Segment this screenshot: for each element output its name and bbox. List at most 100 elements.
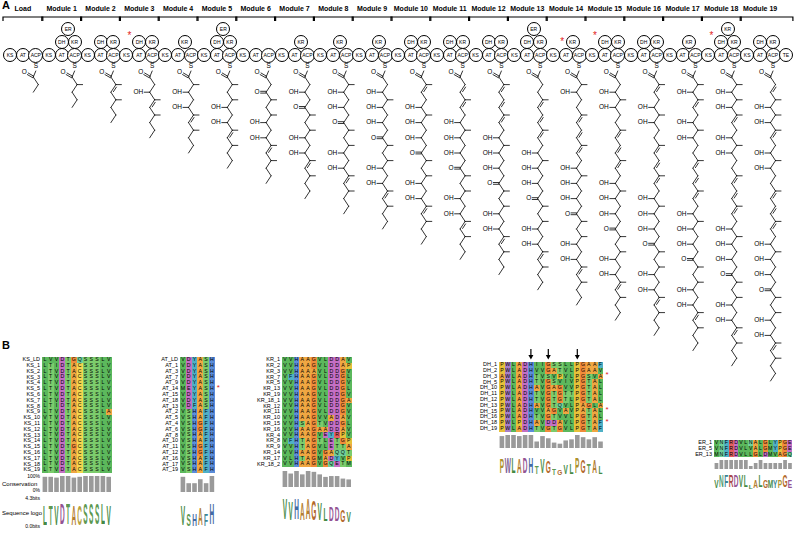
conservation-bar [283, 471, 288, 487]
bond-line [577, 229, 582, 237]
domain-label: AT [757, 53, 763, 58]
bond-line [726, 92, 732, 93]
bond-line [421, 85, 426, 93]
atom-label: O [138, 69, 143, 76]
bond-line [460, 115, 465, 123]
bond-line [732, 191, 737, 199]
bond-line [543, 221, 549, 222]
bond-line [421, 92, 426, 100]
bond-line [460, 199, 465, 207]
bond-line [654, 153, 659, 161]
bond-line [305, 153, 310, 161]
bond-line [765, 153, 771, 154]
conservation-bar [505, 435, 510, 448]
bond-line [111, 92, 116, 100]
bond-line [377, 107, 383, 108]
atom-label: OH [521, 150, 531, 157]
bond-line [144, 92, 150, 93]
conservation-bar [54, 478, 59, 492]
bond-line [189, 85, 194, 93]
domain-label: DH [756, 40, 763, 45]
bond-line [571, 214, 577, 215]
atom-label: S [189, 63, 193, 70]
bond-line [687, 260, 693, 261]
bond-line [732, 328, 737, 336]
residue-cell: M [346, 461, 352, 467]
bond-line [771, 267, 776, 275]
atom-label: OH [172, 104, 182, 111]
bond-line [538, 161, 543, 169]
sequence-name: KS_14 [23, 438, 40, 444]
bond-line [577, 244, 582, 252]
bond-line [693, 290, 698, 298]
asterisk-mark: * [560, 37, 564, 47]
bond-line [693, 282, 698, 290]
module-bracket [3, 17, 43, 21]
bond-line [415, 75, 421, 78]
module-bracket [469, 17, 509, 21]
bond-line [571, 198, 577, 199]
bond-line [493, 213, 499, 214]
bond-line [504, 84, 510, 85]
bond-line [493, 153, 499, 154]
bond-line [615, 199, 620, 207]
bond-line [499, 221, 504, 229]
bond-line [577, 138, 582, 146]
sequence-name: AT_15 [162, 392, 178, 398]
bond-line [27, 75, 33, 78]
domain-label: ACP [419, 53, 429, 58]
bond-line [465, 221, 471, 222]
domain-label: KS [589, 53, 596, 58]
sequence-name: DH_2 [483, 368, 497, 374]
bond-line [654, 115, 659, 123]
domain-circle: AT [753, 48, 767, 62]
domain-circle: KS [313, 48, 327, 62]
bond-line [189, 107, 194, 115]
bond-line [771, 244, 776, 252]
bond-line [732, 138, 737, 146]
bond-line [771, 161, 776, 169]
bond-line [227, 161, 232, 169]
bond-line [776, 358, 782, 359]
bond-line [771, 328, 776, 336]
bond-line [269, 148, 272, 153]
atom-label: S [499, 63, 503, 70]
bond-line [765, 168, 771, 169]
bond-line [726, 107, 732, 108]
atom-label: OH [754, 150, 764, 157]
bond-line [266, 92, 271, 100]
bond-line [454, 75, 460, 78]
bond-line [577, 282, 582, 290]
atom-label: OH [677, 211, 687, 218]
bond-line [771, 313, 776, 321]
bond-line [618, 133, 621, 138]
domain-label: AT [447, 53, 453, 58]
bond-line [579, 270, 582, 275]
bond-line [426, 221, 432, 222]
bond-line [687, 258, 693, 259]
axis-label: 4.3bits [25, 496, 40, 501]
bond-line [737, 236, 743, 237]
bond-line [610, 183, 616, 184]
sequence-name: KS_17 [23, 456, 40, 462]
bond-line [732, 290, 737, 298]
bond-line [610, 107, 616, 108]
bond-line [227, 77, 232, 85]
bond-line [538, 267, 543, 275]
bond-line [615, 100, 620, 108]
atom-label: O [371, 135, 376, 142]
bond-line [388, 99, 394, 100]
bond-line [571, 244, 577, 245]
bond-line [499, 123, 504, 131]
bond-line [455, 167, 461, 168]
bond-line [582, 236, 588, 237]
bond-line [261, 91, 267, 92]
sequence-name: KS_LD [23, 357, 40, 363]
domain-circle: DH [443, 35, 457, 49]
atom-label: S [72, 63, 76, 70]
domain-label: DH [97, 40, 104, 45]
bond-line [232, 145, 238, 146]
atom-label: OH [521, 226, 531, 233]
atom-label: O [449, 69, 454, 76]
domain-circle: KS [42, 48, 56, 62]
